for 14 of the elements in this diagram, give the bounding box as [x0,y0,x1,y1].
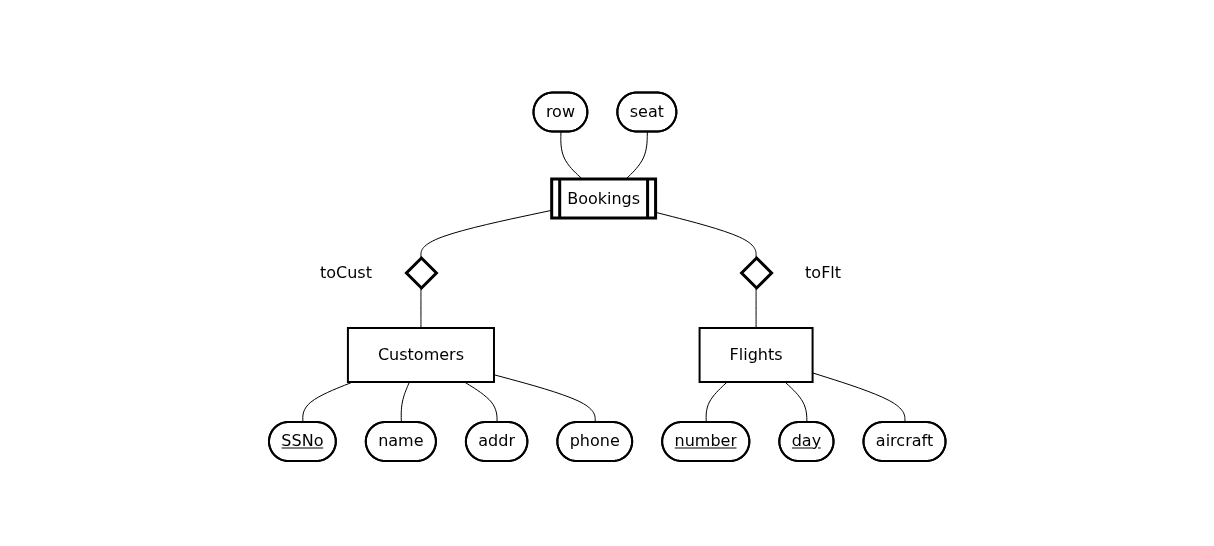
connector [560,131,584,180]
node-diamond [404,255,439,291]
connector [784,381,808,423]
connector [705,381,728,423]
connector [400,381,410,423]
connector [420,287,422,329]
node-box: Flights [698,327,814,383]
connector [755,287,757,329]
node-label: toFlt [804,263,841,282]
node-diamond [739,255,774,291]
connector [493,374,596,423]
node-label: toCust [319,263,372,282]
node-box: Customers [346,327,495,383]
connector [655,211,757,259]
